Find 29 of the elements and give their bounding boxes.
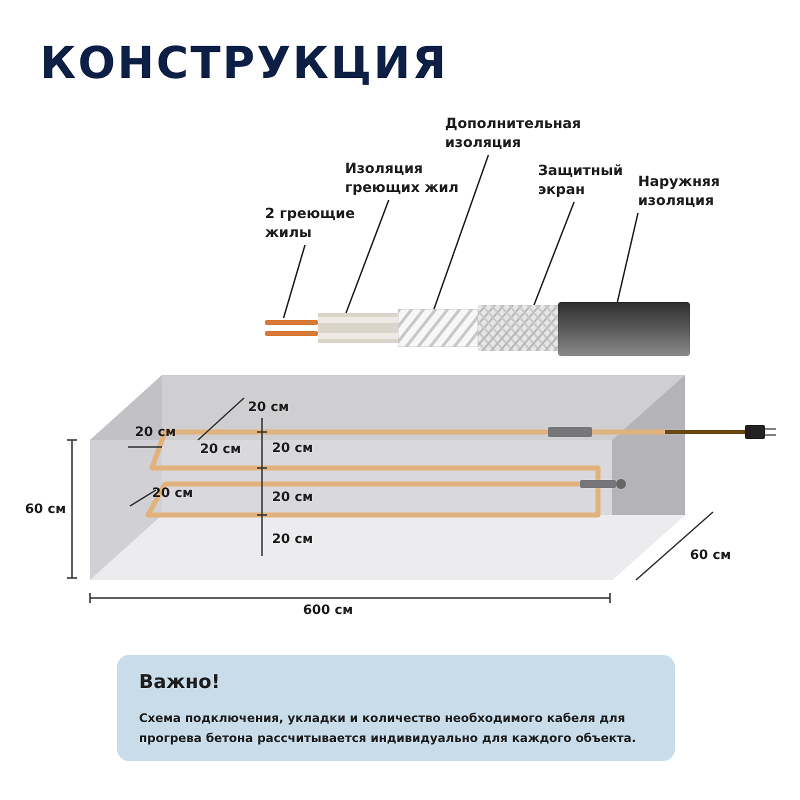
leader-line — [533, 202, 575, 306]
dimension-label: 20 см — [200, 442, 241, 457]
core-insulation-drawing — [318, 313, 398, 343]
dimension-label: 20 см — [152, 486, 193, 501]
page-title: КОНСТРУКЦИЯ — [40, 38, 448, 89]
dimension-label: 20 см — [272, 490, 313, 505]
leader-line — [282, 244, 306, 318]
dimension-label: 20 см — [135, 425, 176, 440]
leader-line — [616, 212, 639, 302]
braided-shield-drawing — [478, 305, 558, 351]
part-label: 2 греющие жилы — [265, 205, 365, 243]
outer-jacket-drawing — [558, 302, 690, 356]
dimension-label: 20 см — [272, 441, 313, 456]
dimension-label: 60 см — [690, 548, 731, 563]
extra-insulation-drawing — [398, 309, 478, 347]
dimension-label: 20 см — [272, 532, 313, 547]
dimension-label: 20 см — [248, 400, 289, 415]
part-label: Защитный экран — [538, 162, 633, 200]
dimension-label: 600 см — [303, 603, 353, 618]
leader-line — [433, 154, 490, 310]
dimension-label: 60 см — [25, 502, 66, 517]
part-label: Наружняя изоляция — [638, 173, 738, 211]
leader-line — [345, 200, 390, 314]
heating-cores-drawing — [265, 318, 318, 338]
part-label: Изоляция греющих жил — [345, 160, 470, 198]
note-text: Схема подключения, укладки и количество необходимого кабеля для прогрева бетона рассчитывается индивидуально для каждого объекта. — [139, 710, 638, 747]
note-heading: Важно! — [139, 671, 220, 693]
note-card — [117, 655, 675, 761]
part-label: Дополнительная изоляция — [445, 115, 600, 153]
